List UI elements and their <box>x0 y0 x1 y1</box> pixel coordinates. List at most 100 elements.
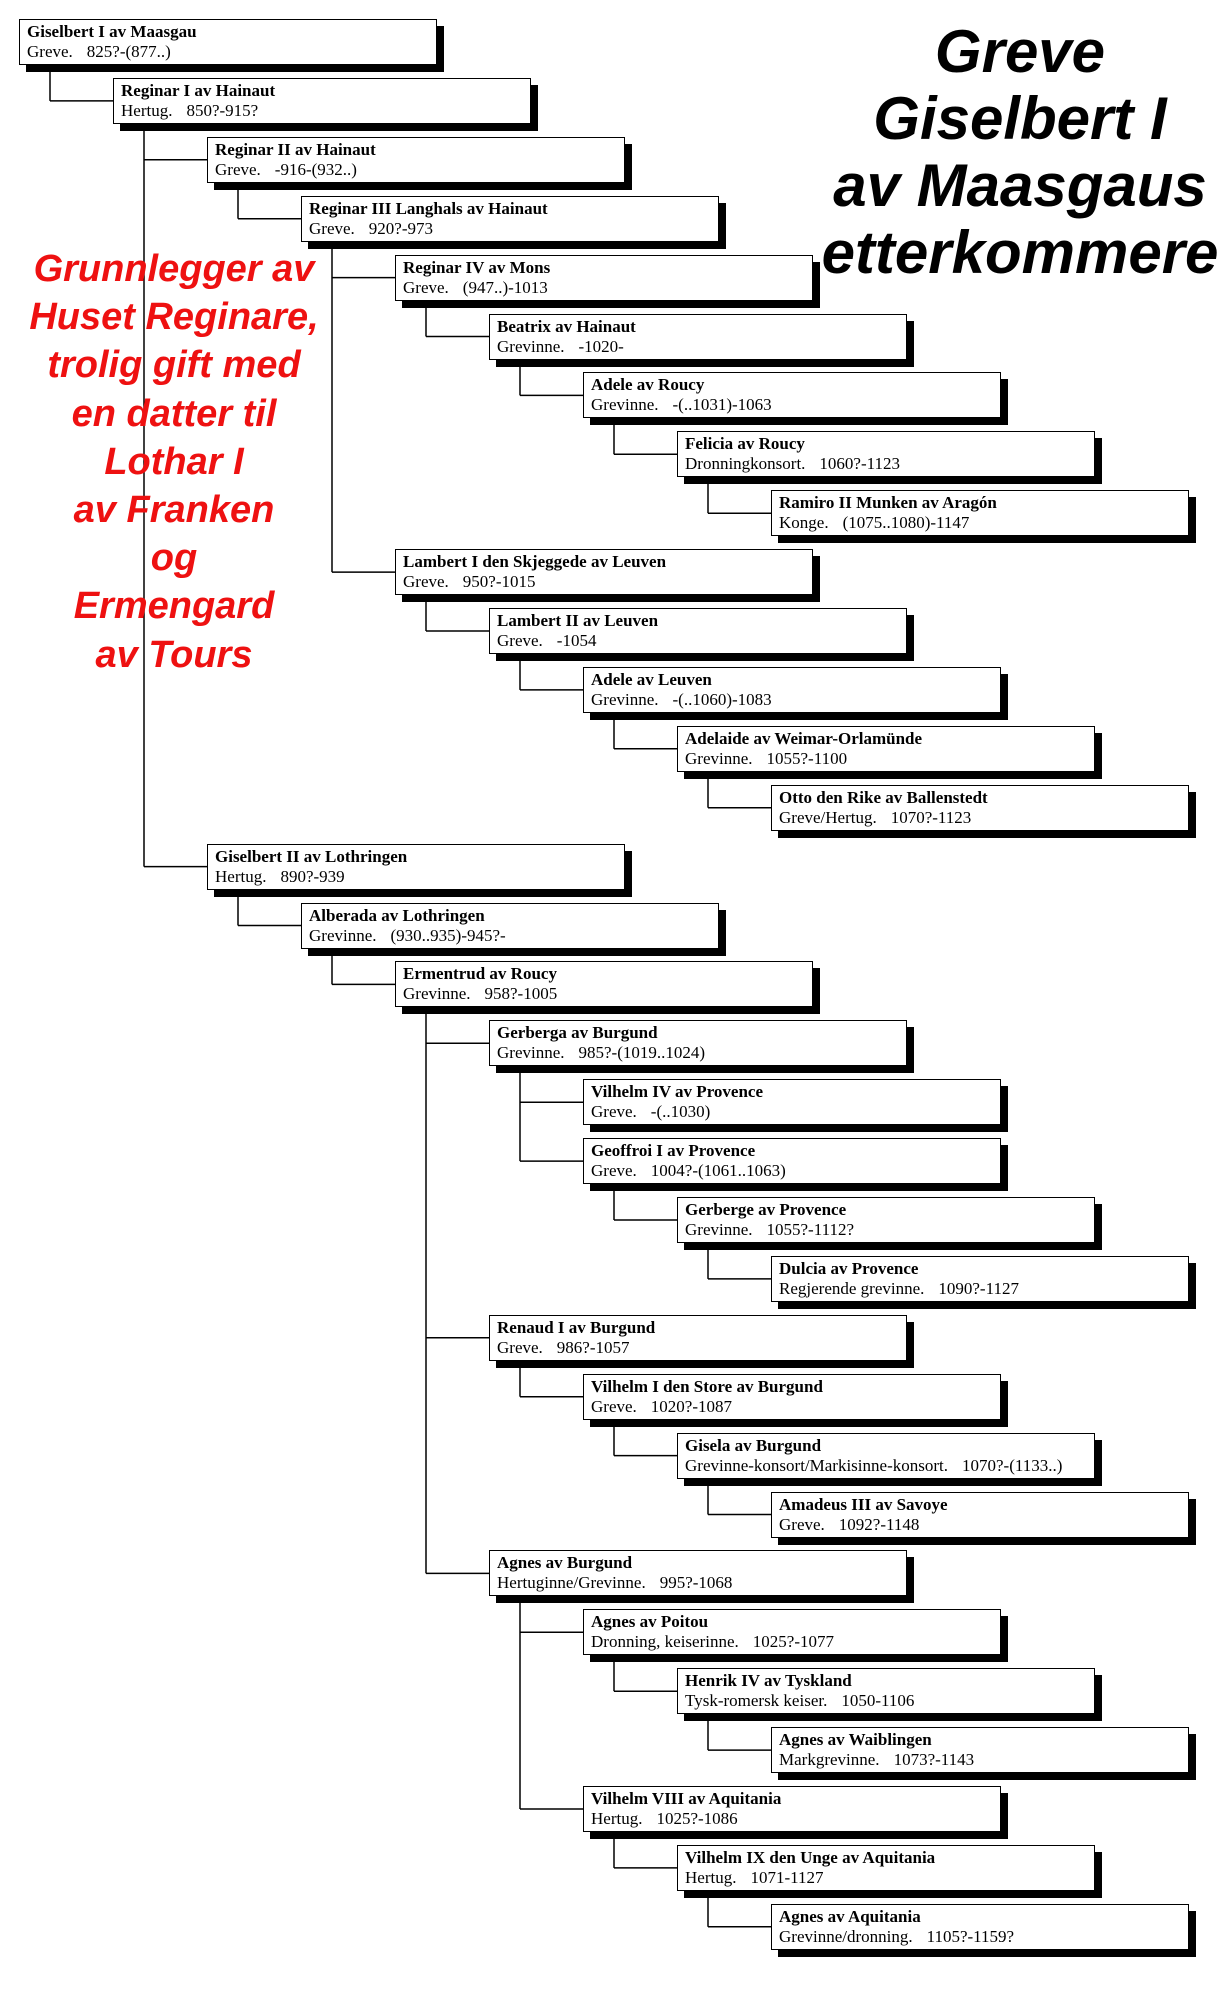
title-line: Greve <box>934 18 1106 85</box>
note-line: av Tours <box>95 633 253 676</box>
person-title: Greve. <box>591 1161 637 1181</box>
founder-annotation: Grunnlegger av Huset Reginare, trolig gi… <box>14 245 334 679</box>
person-info: Hertug.1071-1127 <box>685 1868 1087 1888</box>
person-name: Agnes av Burgund <box>497 1553 633 1573</box>
person-title: Hertug. <box>121 100 173 120</box>
person-name: Ermentrud av Roucy <box>403 964 557 984</box>
person-dates: 850?-915? <box>186 100 259 120</box>
person-dates: 825?-(877..) <box>86 42 171 61</box>
person-name: Adele av Roucy <box>591 375 705 395</box>
note-line: Lothar I <box>104 440 244 483</box>
person-title: Hertug. <box>215 866 267 886</box>
person-name: Otto den Rike av Ballenstedt <box>779 787 988 807</box>
person-info: Grevinne-konsort/Markisinne-konsort.1070… <box>685 1456 1087 1476</box>
person-dates: 1073?-1143 <box>893 1750 975 1770</box>
person-info: Dronning, keiserinne.1025?-1077 <box>591 1632 993 1652</box>
person-name: Renaud I av Burgund <box>497 1317 656 1337</box>
page-title: Greve Giselbert I av Maasgaus etterkomme… <box>820 18 1220 286</box>
person-info: Grevinne.-(..1031)-1063 <box>591 395 993 415</box>
note-line: Huset Reginare, <box>29 296 319 339</box>
person-dates: 995?-1068 <box>659 1573 733 1593</box>
person-title: Grevinne. <box>497 336 565 356</box>
person-name: Gisela av Burgund <box>685 1435 822 1455</box>
person-info: Grevinne.1055?-1100 <box>685 749 1087 769</box>
person-title: Greve. <box>591 1102 637 1122</box>
person-dates: 1025?-1077 <box>752 1632 834 1652</box>
person-title: Greve/Hertug. <box>779 807 877 827</box>
person-title: Greve. <box>403 277 449 297</box>
person-title: Markgrevinne. <box>779 1750 880 1770</box>
person-info: Greve.920?-973 <box>309 219 711 239</box>
person-title: Grevinne. <box>497 1043 565 1063</box>
person-title: Hertuginne/Grevinne. <box>497 1573 646 1593</box>
title-line: Giselbert I <box>873 85 1167 152</box>
person-info: Grevinne/dronning. 1105?-1159? <box>779 1927 1181 1947</box>
person-dates: 1020?-1087 <box>650 1396 732 1416</box>
person-title: Grevinne-konsort/Markisinne-konsort. <box>685 1455 948 1475</box>
person-dates: -(..1030) <box>650 1102 711 1122</box>
person-info: Greve.(947..)-1013 <box>403 278 805 298</box>
person-name: Reginar I av Hainaut <box>121 80 276 100</box>
person-info: Grevinne.-1020- <box>497 337 899 357</box>
person-info: Regjerende grevinne.1090?-1127 <box>779 1279 1181 1299</box>
person-info: Markgrevinne. 1073?-1143 <box>779 1750 1181 1770</box>
person-dates: 986?-1057 <box>556 1337 630 1357</box>
person-name: Alberada av Lothringen <box>309 905 485 925</box>
person-name: Lambert II av Leuven <box>497 611 659 630</box>
person-dates: 1105?-1159? <box>926 1926 1015 1946</box>
person-name: Beatrix av Hainaut <box>497 316 636 336</box>
person-title: Greve. <box>27 42 73 61</box>
person-title: Grevinne/dronning. <box>779 1926 913 1946</box>
person-title: Greve. <box>591 1396 637 1416</box>
person-name: Geoffroi I av Provence <box>591 1141 756 1161</box>
person-dates: 985?-(1019..1024) <box>578 1043 706 1063</box>
person-name: Adele av Leuven <box>591 669 712 689</box>
person-dates: 958?-1005 <box>484 984 558 1004</box>
person-info: Hertuginne/Grevinne. 995?-1068 <box>497 1573 899 1593</box>
person-title: Grevinne. <box>309 925 377 945</box>
person-dates: 1071-1127 <box>750 1867 824 1887</box>
person-name: Adelaide av Weimar-Orlamünde <box>685 728 923 748</box>
person-name: Giselbert I av Maasgau <box>27 22 197 41</box>
person-title: Greve. <box>309 218 355 238</box>
person-name: Vilhelm IX den Unge av Aquitania <box>685 1847 936 1867</box>
person-title: Hertug. <box>591 1809 643 1828</box>
title-line: etterkommere <box>821 219 1219 286</box>
person-dates: 1055?-1100 <box>766 748 848 768</box>
person-dates: -916-(932..) <box>274 159 357 179</box>
person-name: Dulcia av Provence <box>779 1258 919 1278</box>
person-info: Greve. 1020?-1087 <box>591 1397 993 1417</box>
person-title: Greve. <box>779 1514 825 1534</box>
person-info: Tysk-romersk keiser.1050-1106 <box>685 1691 1087 1711</box>
person-name: Agnes av Waiblingen <box>779 1730 932 1750</box>
person-info: Grevinne.-(..1060)-1083 <box>591 690 993 710</box>
person-dates: 950?-1015 <box>462 572 536 592</box>
